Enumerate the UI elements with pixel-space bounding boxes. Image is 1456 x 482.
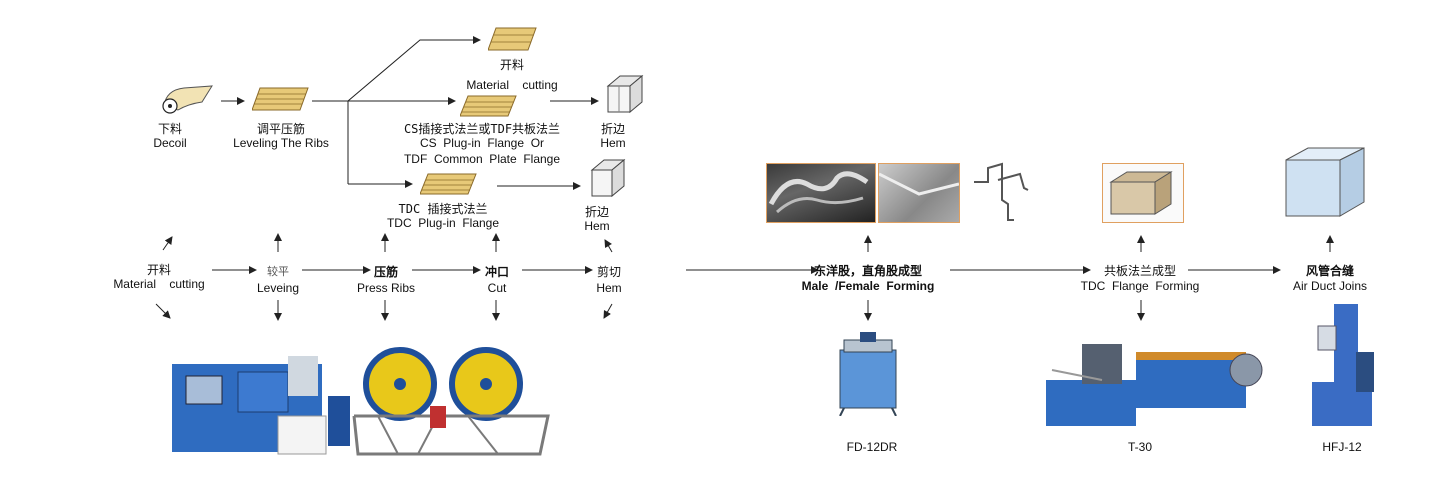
cs-flange-line1: CS插接式法兰或TDF共板法兰 xyxy=(403,122,561,136)
row-hem-cn: 剪切 xyxy=(596,265,621,279)
t-30-machine-photo xyxy=(1046,344,1263,426)
tdc-flange-forming-en: TDC Flange Forming xyxy=(1080,279,1200,293)
leveling-ribs-label: 调平压筋 Leveling The Ribs xyxy=(218,122,344,150)
row-leveling-en: Leveing xyxy=(256,281,300,295)
tdc-plugin-label: TDC 插接式法兰 TDC Plug-in Flange xyxy=(376,202,510,230)
hfj-12-machine-photo xyxy=(1312,304,1374,426)
row-material-cutting-en: Material cutting xyxy=(113,277,205,291)
leveling-press-machine-photo xyxy=(172,347,550,456)
model-fd-12dr: FD-12DR xyxy=(846,440,898,454)
row-leveling-label: 较平 Leveing xyxy=(248,265,308,295)
row-hem-en: Hem xyxy=(596,281,622,295)
leveled-sheet-icon xyxy=(252,87,309,111)
tdc-plugin-line2: TDC Plug-in Flange xyxy=(386,216,500,230)
row-hem-label: 剪切 Hem xyxy=(586,265,632,295)
top-material-cutting-en: Material cutting xyxy=(466,78,558,92)
row-cut-en: Cut xyxy=(487,281,507,295)
cs-flange-label: CS插接式法兰或TDF共板法兰 CS Plug-in Flange Or TDF… xyxy=(392,122,572,166)
model-t-30: T-30 xyxy=(1127,440,1152,454)
tdc-flange-forming-label: 共板法兰成型 TDC Flange Forming xyxy=(1070,264,1210,293)
row-leveling-cn: 较平 xyxy=(267,266,289,278)
row-press-ribs-en: Press Ribs xyxy=(356,281,415,295)
male-female-forming-label: 东洋股，直角股成型 Male /Female Forming xyxy=(788,264,948,293)
male-female-forming-cn: 东洋股，直角股成型 xyxy=(813,264,922,278)
hem-top-label: 折边 Hem xyxy=(590,122,636,150)
cs-flange-line2: CS Plug-in Flange Or xyxy=(419,136,545,150)
seam-photo xyxy=(766,163,876,223)
tdc-flange-forming-cn: 共板法兰成型 xyxy=(1103,264,1176,278)
air-duct-joins-cn: 风管合缝 xyxy=(1305,264,1354,278)
leveling-ribs-cn: 调平压筋 xyxy=(256,122,305,136)
bend-photo xyxy=(878,163,960,223)
tdc-plugin-line1: TDC 插接式法兰 xyxy=(398,202,488,216)
hem-top-cn: 折边 xyxy=(600,122,625,136)
cut-sheet-icon xyxy=(488,27,537,51)
row-material-cutting-cn: 开料 xyxy=(146,263,171,277)
top-material-cutting-cn: 开料 xyxy=(499,58,524,72)
flange-profile-icon xyxy=(974,162,1029,221)
tdc-duct-photo xyxy=(1102,163,1184,223)
cs-flange-line3: TDF Common Plate Flange xyxy=(403,152,561,166)
row-material-cutting-label: 开料 Material cutting xyxy=(104,263,214,291)
hem-bottom-label: 折边 Hem xyxy=(574,205,620,233)
decoil-label: 下料 Decoil xyxy=(140,122,200,150)
duct-box-icon xyxy=(606,74,644,114)
air-duct-joins-en: Air Duct Joins xyxy=(1292,279,1368,293)
row-cut-cn: 冲口 xyxy=(484,265,509,279)
air-duct-joins-label: 风管合缝 Air Duct Joins xyxy=(1280,264,1380,293)
hem-bottom-en: Hem xyxy=(584,219,610,233)
decoil-coil-icon xyxy=(162,85,213,114)
row-press-ribs-label: 压筋 Press Ribs xyxy=(350,265,422,295)
hem-top-en: Hem xyxy=(600,136,626,150)
leveling-ribs-en: Leveling The Ribs xyxy=(233,136,329,150)
hem-bottom-cn: 折边 xyxy=(584,205,609,219)
male-female-forming-en: Male /Female Forming xyxy=(801,279,935,293)
fd-12dr-machine-photo xyxy=(839,332,897,416)
row-press-ribs-cn: 压筋 xyxy=(373,265,398,279)
duct-box-icon xyxy=(590,158,626,198)
tdc-flange-sheet-icon xyxy=(420,173,477,195)
decoil-en: Decoil xyxy=(153,136,187,150)
decoil-cn: 下料 xyxy=(157,122,182,136)
model-hfj-12: HFJ-12 xyxy=(1322,440,1362,454)
row-cut-label: 冲口 Cut xyxy=(472,265,522,295)
cs-flange-sheet-icon xyxy=(460,95,517,117)
top-material-cutting-label: 开料 Material cutting xyxy=(452,58,572,92)
air-duct-icon xyxy=(1285,147,1365,217)
